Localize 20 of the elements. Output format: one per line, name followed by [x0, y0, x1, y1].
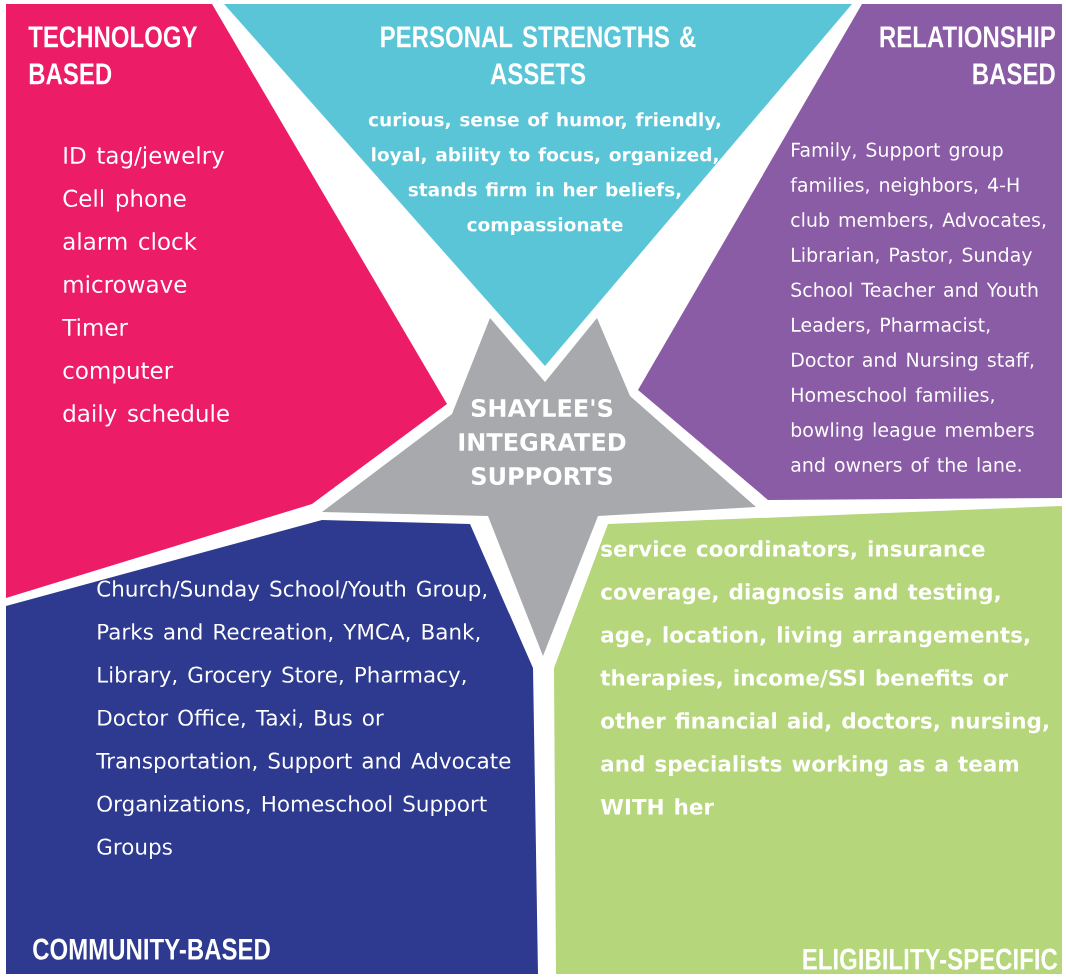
panel-heading: PERSONAL STRENGTHS & ASSETS	[381, 26, 696, 85]
node-label: Timer	[62, 318, 128, 337]
region-panel	[554, 506, 1062, 974]
body-text: service coordinators, insurance coverage, diagnosis and testing, age, location, living arrangements, therapies, income/SSI benefits or other financial aid, doctors, nursing, and specialists working as a team WITH her	[600, 540, 1048, 815]
node-label: ID tag/jewelry	[64, 146, 225, 169]
region-panel	[6, 520, 538, 974]
node-label: daily schedule	[63, 404, 229, 427]
panel-heading: ELIGIBILITY-SPECIFIC	[803, 948, 1058, 970]
panel-heading: COMMUNITY-BASED	[33, 938, 270, 960]
panel-heading: TECHNOLOGY BASED	[28, 26, 198, 85]
center-title: SHAYLEE'S INTEGRATED SUPPORTS	[459, 398, 626, 486]
body-text: Church/Sunday School/Youth Group, Parks and Recreation, YMCA, Bank, Library, Grocery Store, Pharmacy, Doctor Office, Taxi, Bus or Transportation, Support and Advocate Organizations, Homeschool Support Groups	[96, 580, 511, 859]
node-label: microwave	[64, 275, 187, 294]
body-text: curious, sense of humor, friendly, loyal, ability to focus, organized, stands firm in her beliefs, compassionate	[368, 112, 721, 236]
node-label: computer	[63, 362, 174, 384]
node-label: alarm clock	[63, 232, 197, 251]
node-label: Cell phone	[63, 189, 186, 212]
body-text: Family, Support group families, neighbors, 4-H club members, Advocates, Librarian, Pastor, Sunday School Teacher and Youth Leaders, Pharmacist, Doctor and Nursing staff, Homeschool families, bowling league members and owners of the lane.	[790, 142, 1046, 472]
item-list: ID tag/jewelry Cell phone alarm clock microwave Timer computer daily schedule	[62, 146, 229, 427]
panel-heading: RELATIONSHIP BASED	[880, 26, 1055, 85]
